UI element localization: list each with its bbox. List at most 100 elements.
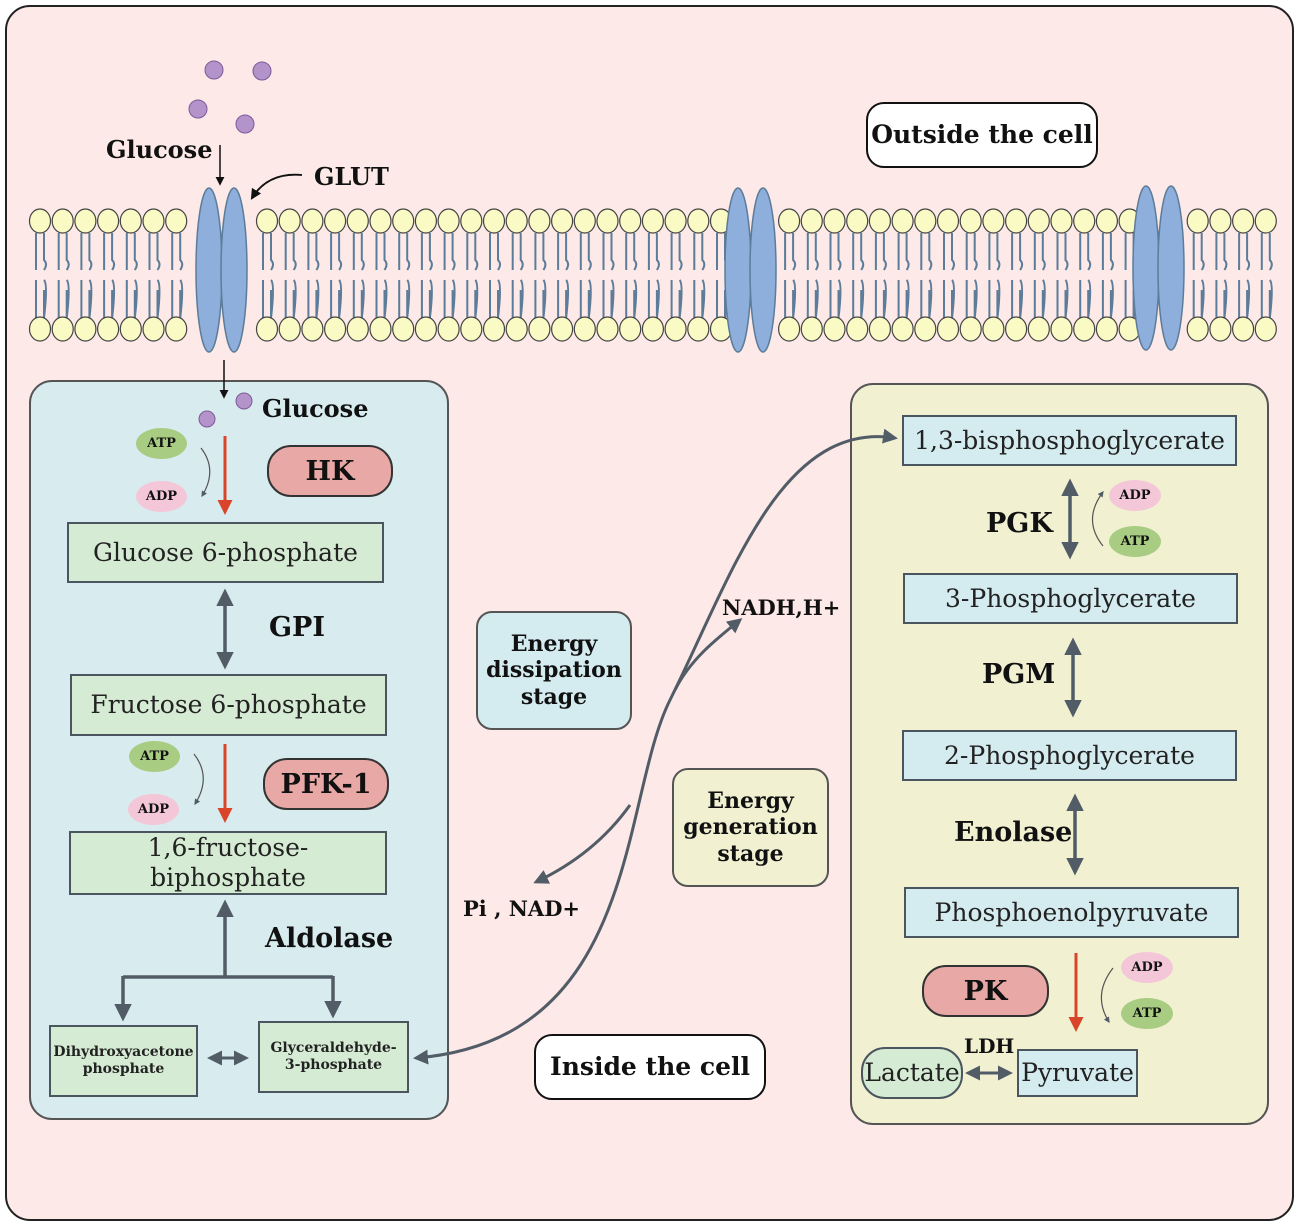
pgm-enzyme-label: PGM [982,659,1056,690]
2-phosphoglycerate-text: 2-Phosphoglycerate [944,740,1195,770]
phospholipid [800,208,823,342]
generation-line-3: stage [717,840,784,867]
pk-adp-badge: ADP [1121,952,1173,983]
phosphoenolpyruvate-box: Phosphoenolpyruvate [904,887,1239,938]
pgk-atp-badge: ATP [1109,526,1161,557]
phospholipid [1095,208,1119,342]
lactate-box: Lactate [861,1047,963,1099]
nadh-label: NADH,H+ [722,595,841,620]
phospholipid [1254,208,1277,342]
phospholipid [369,208,392,342]
phospholipid [914,208,937,342]
enolase-enzyme-label: Enolase [954,817,1073,848]
phospholipid [619,208,642,342]
phospholipid [528,208,551,342]
glucose-6-phosphate-box: Glucose 6-phosphate [67,522,384,583]
pfk1-adp-badge: ADP [128,794,179,825]
phospholipid [324,208,347,342]
phospholipid [891,208,914,342]
pfk1-enzyme-text: PFK-1 [280,768,372,800]
glut-pointer-arrow [250,173,303,200]
glut-channel [195,187,248,353]
2-phosphoglycerate-box: 2-Phosphoglycerate [902,730,1237,781]
hk-cofactor-curve [200,447,211,498]
pi-nad-label: Pi , NAD+ [463,896,580,921]
glyceraldehyde-3-phosphate-box: Glyceraldehyde- 3-phosphate [258,1021,409,1093]
nadh-branch-arrow [673,618,743,691]
phospholipid [1073,208,1096,342]
phospholipid [392,208,415,342]
hk-enzyme-text: HK [305,455,355,487]
pk-cofactor-curve [1100,967,1114,1024]
glut-label: GLUT [314,162,389,191]
membrane-channel-2 [724,187,777,353]
phospholipid [255,208,279,342]
dhap-text-line-1: Dihydroxyacetone [53,1044,194,1061]
energy-dissipation-panel [29,380,449,1120]
pfk1-atp-text: ATP [140,749,169,764]
fructose-1-6-biphosphate-text: 1,6-fructose-biphosphate [147,833,309,892]
aldolase-split-arrows [114,899,342,1022]
1-3-bisphosphoglycerate-text: 1,3-bisphosphoglycerate [914,425,1225,455]
glucose-outside-label: Glucose [106,135,213,164]
membrane-channel-3 [1132,185,1185,351]
pfk1-cofactor-curve [193,753,204,806]
phospholipid [51,208,74,342]
hk-adp-text: ADP [145,489,178,504]
outside-the-cell-text: Outside the cell [871,120,1093,149]
phospholipid [1050,208,1073,342]
1-3-bisphosphoglycerate-box: 1,3-bisphosphoglycerate [902,415,1237,466]
phospholipid [1231,208,1255,342]
gpi-enzyme-label: GPI [269,612,325,643]
fructose-6-phosphate-text: Fructose 6-phosphate [90,690,367,719]
pgk-atp-text: ATP [1120,534,1150,549]
pk-enzyme: PK [922,965,1049,1017]
pgk-adp-text: ADP [1119,488,1151,503]
phospholipid [596,208,619,342]
pfk1-adp-text: ADP [137,802,170,817]
phospholipid [414,208,437,342]
phospholipid [982,208,1005,342]
3-phosphoglycerate-box: 3-Phosphoglycerate [903,573,1238,624]
g3p-text-line-2: 3-phosphate [284,1057,383,1073]
phospholipid [96,208,120,342]
lactate-text: Lactate [864,1058,960,1087]
phospholipid [868,208,892,342]
glucose-6-phosphate-text: Glucose 6-phosphate [93,537,358,567]
phospholipid [74,208,97,342]
dihydroxyacetone-phosphate-box: Dihydroxyacetone phosphate [49,1025,198,1097]
pgk-adp-badge: ADP [1109,480,1161,511]
phospholipid [301,208,324,342]
hk-atp-text: ATP [147,436,176,451]
g3p-to-bpg-curve [413,428,898,1065]
phospholipid [687,208,710,342]
phospholipid [142,208,165,342]
dhap-text-line-2: phosphate [82,1061,165,1077]
energy-generation-stage-box: Energy generation stage [672,768,829,887]
phospholipid [165,208,188,342]
phospholipid [437,208,460,342]
phospholipid [119,208,142,342]
phospholipid [664,208,687,342]
phospholipid [936,208,960,342]
fructose-6-phosphate-box: Fructose 6-phosphate [70,674,387,736]
phospholipid [505,208,528,342]
pi-nad-branch-arrow [533,804,632,884]
energy-dissipation-stage-box: Energy dissipation stage [476,611,632,730]
lipid-bilayer-membrane [28,208,1277,342]
phospholipid [641,208,665,342]
pyruvate-box: Pyruvate [1017,1049,1138,1097]
g3p-text-line-1: Glyceraldehyde- [270,1040,397,1057]
phosphoenolpyruvate-text: Phosphoenolpyruvate [934,897,1209,927]
phospholipid [1209,208,1232,342]
pgk-cofactor-curve [1091,491,1104,547]
dissipation-line-1: Energy [510,630,598,657]
inside-the-cell-text: Inside the cell [550,1052,750,1081]
phospholipid [846,208,869,342]
phospholipid [550,208,574,342]
phospholipid [460,208,483,342]
phospholipid [1027,208,1050,342]
ldh-enzyme-label: LDH [964,1034,1015,1058]
hk-atp-badge: ATP [136,428,187,459]
